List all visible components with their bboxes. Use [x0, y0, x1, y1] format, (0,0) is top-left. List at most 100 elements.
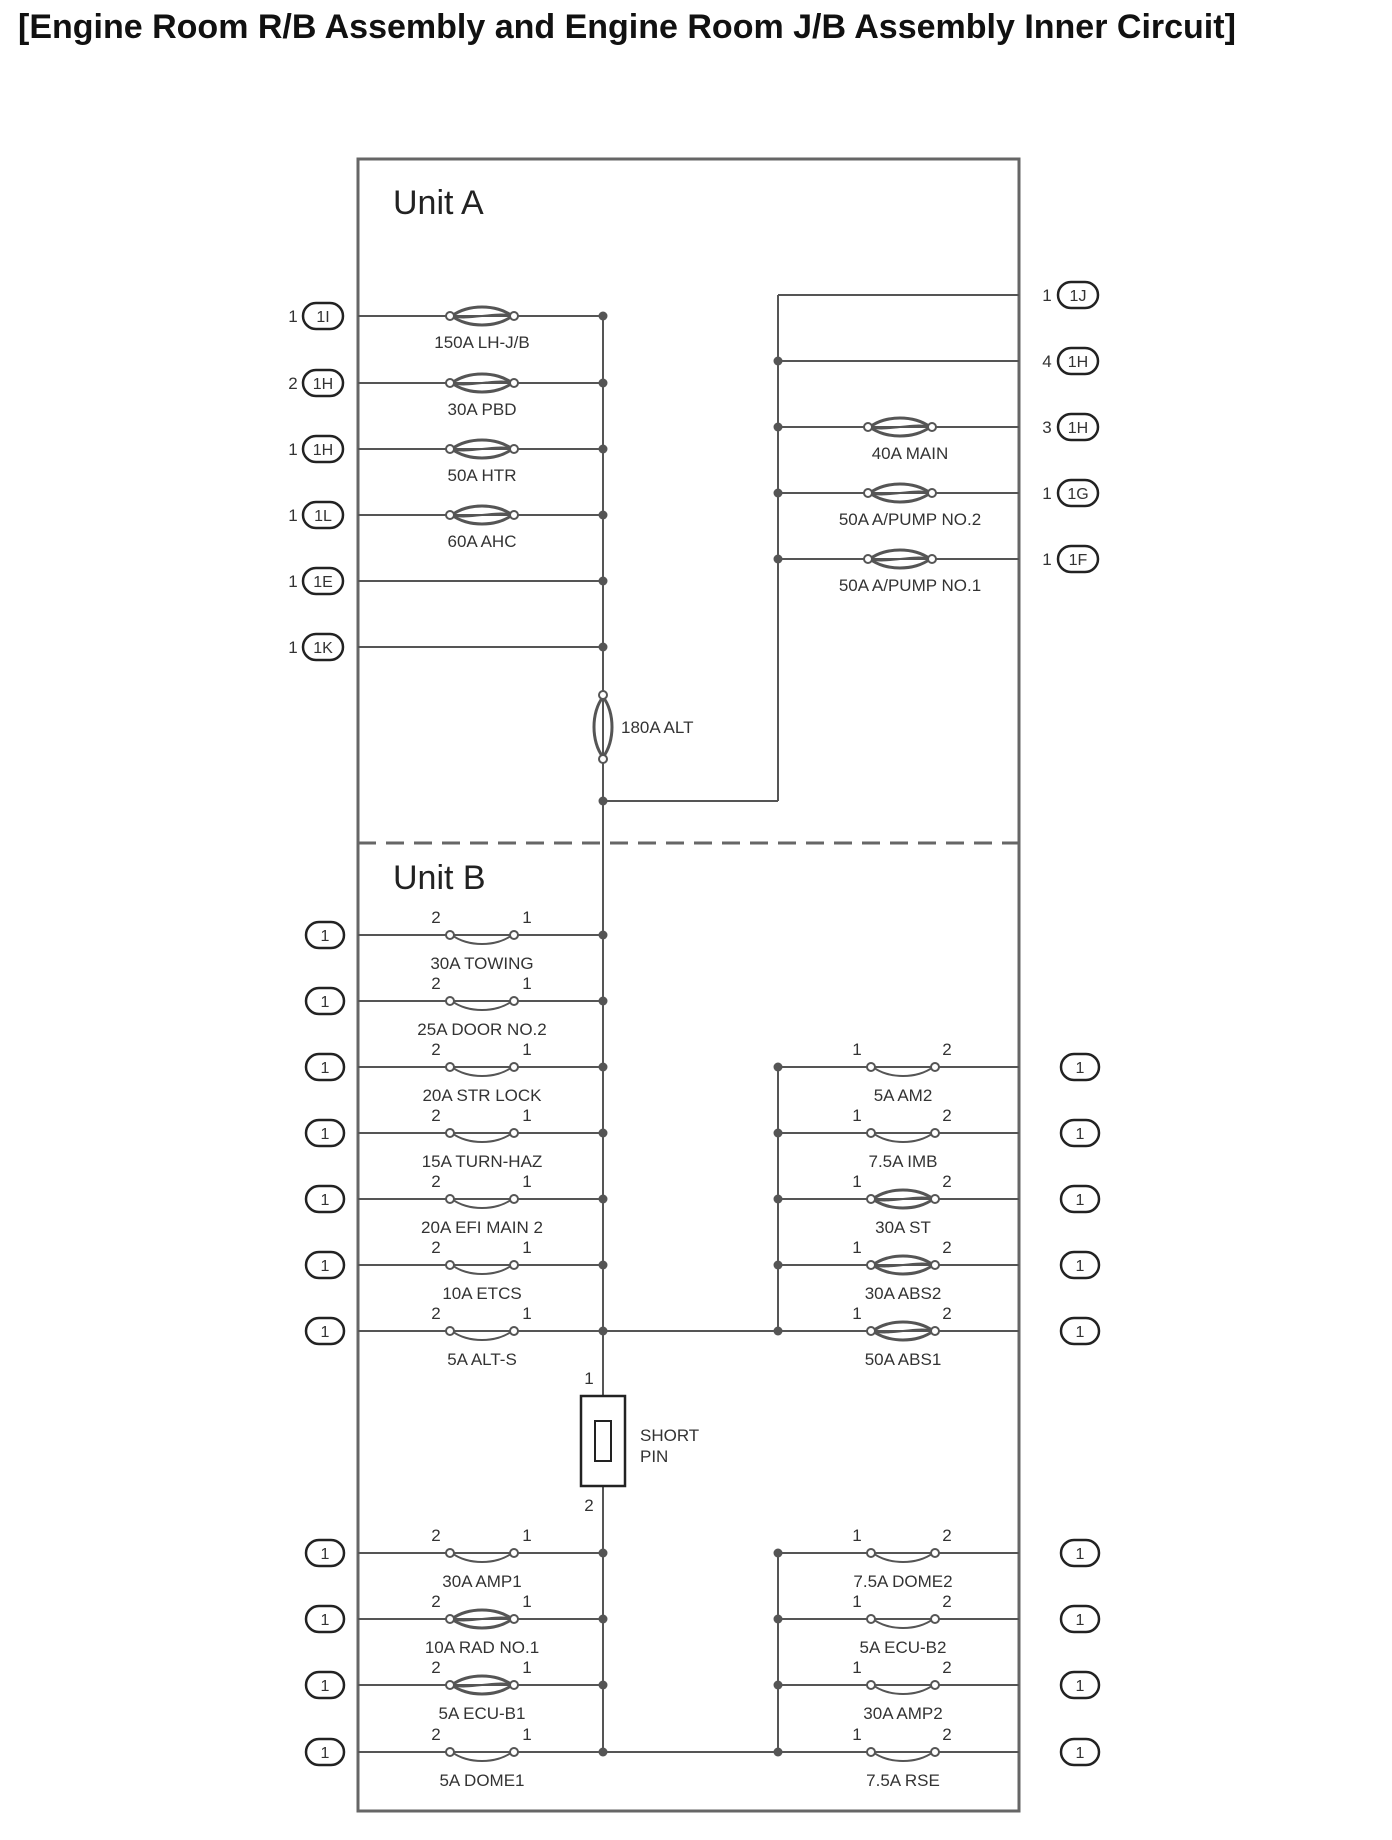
fuse-curve [451, 381, 513, 394]
fuse-terminal [930, 1194, 940, 1204]
fuse-curve [869, 416, 931, 429]
connector-label: 1K [313, 640, 333, 657]
fuse-icon [866, 1614, 940, 1629]
junction-dot [773, 356, 783, 366]
fuse-curve [451, 504, 513, 517]
connector-icon [1059, 1118, 1101, 1148]
fuse-icon [863, 416, 937, 438]
pin-number: 1 [522, 1040, 531, 1059]
fuse-terminal [866, 1062, 876, 1072]
fuse-icon [445, 996, 519, 1011]
fuse-curve [872, 1751, 934, 1762]
fuse-terminal [445, 378, 455, 388]
pin-number: 4 [1042, 352, 1051, 371]
fuse-terminal [863, 554, 873, 564]
fuse-terminal [509, 1260, 519, 1270]
connector-label: 1 [1076, 1324, 1085, 1341]
short-pin-label: PIN [640, 1447, 668, 1466]
connector-label: 1E [313, 574, 333, 591]
fuse-terminal [866, 1747, 876, 1757]
fuse-terminal [509, 1548, 519, 1558]
connector-icon [304, 986, 346, 1016]
fuse-curve [451, 1616, 513, 1622]
pin-number: 1 [522, 1658, 531, 1677]
connector-icon [1056, 280, 1100, 310]
fuse-label: 25A DOOR NO.2 [417, 1020, 546, 1039]
pin-number: 2 [431, 1304, 440, 1323]
pin-number: 1 [522, 1526, 531, 1545]
fuse-icon [445, 504, 519, 526]
junction-dot [598, 1680, 608, 1690]
fuse-label: 50A HTR [448, 466, 517, 485]
connector-label: 1H [313, 442, 333, 459]
fuse-label: 15A TURN-HAZ [422, 1152, 543, 1171]
connector-icon [301, 500, 345, 530]
connector-icon [1059, 1670, 1101, 1700]
junction-dot [598, 1194, 608, 1204]
junction-dot [773, 554, 783, 564]
connector-label: 1 [1076, 1678, 1085, 1695]
fuse-curve [451, 313, 513, 319]
fuse-icon [866, 1320, 940, 1342]
fuse-terminal [445, 311, 455, 321]
fuse-label: 20A EFI MAIN 2 [421, 1218, 543, 1237]
fuse-label: 30A ST [875, 1218, 931, 1237]
connector-icon [301, 434, 345, 464]
fuse-curve [451, 512, 513, 518]
fuse-icon [445, 1674, 519, 1696]
fuse-terminal [509, 1680, 519, 1690]
fuse-curve [451, 438, 513, 451]
connector-label: 1 [1076, 1546, 1085, 1563]
fuse-label: 40A MAIN [872, 444, 949, 463]
connector-icon [304, 1604, 346, 1634]
fuse-label: 50A ABS1 [865, 1350, 942, 1369]
fuse-terminal [930, 1548, 940, 1558]
fuse-curve [451, 513, 513, 526]
pin-number: 1 [288, 506, 297, 525]
fuse-curve [451, 1264, 513, 1275]
fuse-terminal [509, 378, 519, 388]
fuse-curve [872, 1196, 934, 1202]
pin-number: 2 [942, 1526, 951, 1545]
pin-number: 1 [852, 1172, 861, 1191]
fuse-terminal [509, 996, 519, 1006]
connector-label: 1 [321, 1060, 330, 1077]
fuse-label: 10A RAD NO.1 [425, 1638, 539, 1657]
pin-number: 1 [522, 1238, 531, 1257]
fuse-terminal [927, 422, 937, 432]
pin-number: 2 [431, 974, 440, 993]
pin-number: 1 [852, 1725, 861, 1744]
connector-icon [1059, 1052, 1101, 1082]
pin-number: 2 [942, 1238, 951, 1257]
connector-icon [1056, 412, 1100, 442]
fuse-icon [866, 1128, 940, 1143]
connector-icon [1059, 1538, 1101, 1568]
pin-number: 2 [431, 908, 440, 927]
junction-dot [598, 1128, 608, 1138]
pin-number: 2 [431, 1106, 440, 1125]
connector-icon [304, 1184, 346, 1214]
connector-label: 1 [321, 1258, 330, 1275]
fuse-label: 10A ETCS [442, 1284, 521, 1303]
fuse-terminal [445, 1548, 455, 1558]
pin-number: 1 [522, 908, 531, 927]
fuse-terminal [509, 1326, 519, 1336]
pin-number: 1 [522, 1106, 531, 1125]
junction-dot [773, 422, 783, 432]
pin-number: 1 [288, 307, 297, 326]
connector-label: 1 [321, 1324, 330, 1341]
connector-icon [304, 1052, 346, 1082]
fuse-terminal [445, 930, 455, 940]
fuse-terminal [509, 1194, 519, 1204]
fuse-terminal [930, 1062, 940, 1072]
fuse-terminal [445, 1680, 455, 1690]
pin-number: 2 [431, 1526, 440, 1545]
pin-number: 1 [522, 1725, 531, 1744]
connector-label: 1I [316, 309, 329, 326]
connector-label: 1F [1069, 552, 1088, 569]
fuse-icon [445, 1062, 519, 1077]
fuse-label: 30A PBD [448, 400, 517, 419]
fuse-label: 50A A/PUMP NO.1 [839, 576, 981, 595]
fuse-label: 50A A/PUMP NO.2 [839, 510, 981, 529]
fuse-curve [872, 1188, 934, 1201]
